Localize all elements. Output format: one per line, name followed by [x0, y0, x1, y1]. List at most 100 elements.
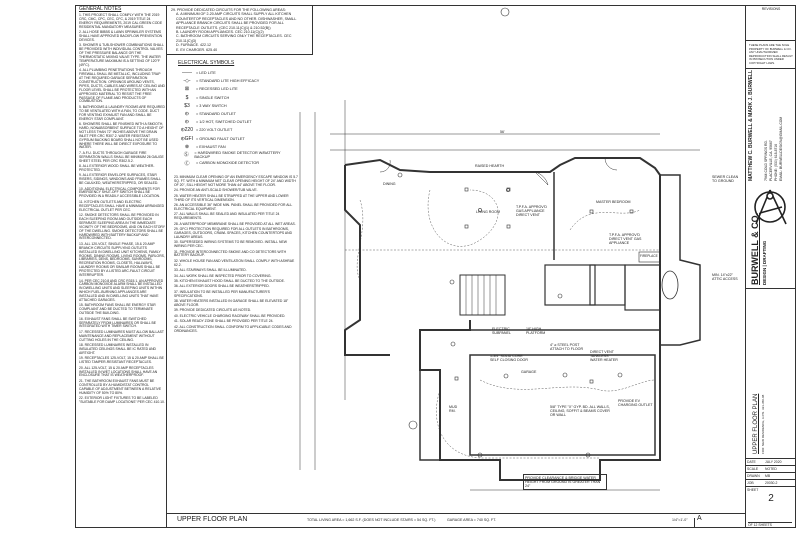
legend-row: $3= 3 WAY SWITCH [178, 102, 288, 110]
general-note: 17. RECESSED LUMINAIRES MUST ALLOW BALLA… [79, 329, 164, 342]
general-note: 33. ALL STAIRWAYS SHALL BE ILLUMINATED. [174, 268, 247, 273]
revision-letter: A [697, 515, 702, 522]
note-steel-post: 4" ⌀ STEEL POST ATTACH TO FLOOR [550, 343, 584, 351]
general-note: 1. THIS PROJECT SHALL COMPLY WITH THE 20… [79, 12, 163, 29]
sheet-number: 2 [768, 493, 774, 504]
legend-label: = 3 WAY SWITCH [196, 103, 227, 108]
compass-logo-icon [754, 189, 787, 225]
note-sewer: SEWER CLEAN TO GROUND [712, 175, 739, 183]
date-value: JULY 2020 [765, 460, 782, 464]
room-label-master: MASTER BEDROOM [596, 200, 631, 204]
company-tagline: DESIGN | DRAFTING [762, 240, 767, 285]
legend-row: ⦶220= 220 VOLT OUTLET [178, 126, 288, 134]
general-note: 16. EXHAUST FANS SHALL BE SWITCHED SEPAR… [79, 316, 157, 329]
general-note: 29. GFCI PROTECTION REQUIRED FOR ALL OUT… [174, 226, 293, 239]
general-note: 34. ALL WORK SHALL BE INSPECTED PRIOR TO… [174, 273, 272, 278]
divider [166, 5, 167, 528]
general-notes: GENERAL NOTES 1. THIS PROJECT SHALL COMP… [79, 6, 165, 406]
general-note: 23. MINIMUM CLEAR OPENING OF AN EMERGENC… [174, 175, 298, 187]
room-label-mud: MUD RM. [449, 405, 458, 413]
note-door: 1-3/4" SOLID CORE SELF CLOSING DOOR [490, 354, 528, 362]
general-note: 7. A.F.U. DUCTS THROUGH GARAGE FIRE SEPA… [79, 150, 164, 163]
note-grade: PROVIDE CLEARANCE & BRIDGE WATER HEIGHT … [523, 474, 607, 490]
general-note: 25. WATER HEATER SHALL BE STRAPPED AT TH… [174, 193, 289, 202]
circuit-note: A. A MINIMUM OF 2-20 AMP CIRCUITS SHALL … [176, 12, 297, 30]
general-note: 40. ELECTRIC VEHICLE CHARGING RACEWAY SH… [174, 313, 286, 318]
legend-row: ⊠ = RECESSED LED LITE [178, 85, 288, 93]
revisions-label: REVISIONS [761, 7, 781, 11]
general-note: 32. WHOLE HOUSE FAN AND VENTILATION SHAL… [174, 258, 295, 267]
general-note: 35. KITCHEN EXHAUST HOOD SHALL BE DUCTED… [174, 278, 285, 283]
note-attic-access: MIN. 14"x22" ATTIC ACCESS [712, 273, 738, 281]
legend-label: = STANDARD OUTLET [196, 112, 236, 117]
exhaust-fan-icon: ⊗ [184, 143, 190, 150]
note-gas-appliance: T.P.F.A. APPROV'D GAS APPLIANCE DIRECT V… [516, 205, 547, 217]
general-note: 2. ALL HOSE BIBBS & LAWN SPRINKLER SYSTE… [79, 30, 163, 42]
general-note: 27. ALL WALLS SHALL BE SEALED AND INSULA… [174, 212, 280, 221]
legend-row: Ⓒ= CARBON MONOXIDE DETECTOR [178, 159, 288, 167]
sheet-title-box: UPPER FLOOR PLAN FOR: NEW RESIDENCE, A.P… [746, 289, 796, 459]
general-note: 22. EXTERIOR LIGHT FIXTURES TO BE LABELE… [79, 395, 165, 404]
general-note: 10. ADDITIONAL ELECTRICAL COMPONENTS FOR… [79, 186, 161, 199]
electrical-symbols-title: ELECTRICAL SYMBOLS [178, 60, 235, 66]
sheet-subtitle: FOR: NEW RESIDENCE, A.P.N. 321-350-08 [761, 394, 765, 454]
electrical-symbols-legend: ELECTRICAL SYMBOLS ——= LED LITE-◇-= STAN… [178, 60, 288, 167]
title-block: REVISIONS THESE PLANS ARE THE SOLE PROPE… [745, 5, 796, 528]
company-name: BURWELL & CO. [750, 212, 760, 285]
general-note: 14. PER CEC 210.8 AND CRC R315.1, AN APP… [79, 278, 164, 303]
designers: MATTHEW C. BURWELL & MARK J. BURWELL [748, 69, 754, 181]
legend-row: -◇-= STANDARD LITE HIGH EFFICACY [178, 77, 288, 85]
standard-outlet-icon: ⦶ [185, 111, 189, 118]
gfi-outlet-icon: ⦶GFI [181, 135, 193, 142]
circuits-title: 29. PROVIDE DEDICATED CIRCUITS FOR THE F… [171, 8, 286, 12]
date-label: DATE [747, 460, 756, 464]
legend-row: ⦶ = STANDARD OUTLET [178, 110, 288, 118]
legend-label: = RECESSED LED LITE [196, 87, 238, 92]
legend-label: = 1/2 HOT, SWITCHED OUTLET [196, 120, 252, 125]
revisions-box: REVISIONS [746, 5, 796, 41]
room-label-dining: DINING [383, 182, 396, 186]
phone: PHONE: (530) 618-8716 [774, 143, 778, 181]
legend-row: ——= LED LITE [178, 69, 288, 77]
sheet-label: SHEET [747, 488, 759, 492]
led-strip-icon: —— [182, 70, 192, 77]
email: EMAIL: BURWELLDESIGN@GMAIL.COM [779, 116, 783, 181]
scale-label: SCALE [747, 467, 759, 471]
general-note: 37. INSULATION TO BE INSTALLED PER MANUF… [174, 289, 270, 298]
single-switch-icon: $ [185, 94, 189, 101]
legend-label: = HARDWIRED SMOKE DETECTOR W/BATTERY BAC… [194, 150, 281, 159]
general-notes-title: GENERAL NOTES [79, 6, 122, 12]
drawn-label: DRAWN [747, 474, 760, 478]
address: 7944 COLD SPRINGS RD. [764, 140, 768, 181]
legend-row: Ⓢ = HARDWIRED SMOKE DETECTOR W/BATTERY BA… [178, 151, 288, 159]
general-note: 20. ALL 125-VOLT, 15 & 20 AMP RECEPTACLE… [79, 365, 158, 378]
general-note: 5. BATHROOMS & LAUNDRY ROOMS ARE REQUIRE… [79, 104, 165, 121]
floor-plan-drawing [299, 7, 701, 491]
legend-label: = EXHAUST FAN [196, 144, 226, 149]
designer-box: MATTHEW C. BURWELL & MARK J. BURWELL 794… [746, 69, 796, 289]
job-value: 20030-2 [765, 481, 778, 485]
legend-label: = SINGLE SWITCH [196, 95, 230, 100]
sheet-count: OF 12 SHEETS [748, 522, 792, 527]
recessed-light-icon: ⊠ [184, 86, 190, 93]
general-note: 21. THE BATHROOM EXHAUST FANS MUST BE CO… [79, 378, 162, 395]
circuit-note: D. FURNACE. 422.12 [176, 43, 211, 48]
general-note: 42. ALL CONSTRUCTION SHALL CONFORM TO AP… [174, 324, 292, 333]
general-note: 19. RECEPTACLES 125-VOLT, 15 & 20 AMP SH… [79, 356, 164, 365]
smoke-detector-icon: Ⓢ [183, 152, 189, 159]
general-note: 4. ALL PLUMBING PENETRATIONS THROUGH FIR… [79, 68, 165, 104]
room-label-living: LIVING ROOM [476, 210, 500, 214]
general-note: 11. KITCHEN OUTLETS AND ELECTRIC RECEPTA… [79, 199, 165, 212]
general-note: 6. SHOWERS SHALL BE FINISHED WITH A SMOO… [79, 121, 164, 150]
legend-label: = CARBON MONOXIDE DETECTOR [196, 161, 260, 166]
general-note: 39. PROVIDE DEDICATED CIRCUITS AS NOTED. [174, 308, 252, 313]
sheet-title: UPPER FLOOR PLAN [753, 393, 759, 454]
general-note: 31. PROVIDE INTERCONNECTED SMOKE AND CO … [174, 249, 287, 258]
general-note: 36. ALL EXTERIOR DOORS SHALL BE WEATHERS… [174, 284, 270, 289]
general-note: 28. A WATERPROOF MEMBRANE SHALL BE PROVI… [174, 221, 296, 226]
general-note: 8. ALL EXTERIOR WOOD SHALL BE WEATHER-PR… [79, 164, 155, 172]
circuit-note: C. BATHROOM CIRCUITS SERVING ONLY THE RE… [176, 34, 292, 43]
general-note: 12. SMOKE DETECTORS SHALL BE PROVIDED IN… [79, 213, 165, 241]
general-note: 24. PROVIDE AN ANTI-SCALD SHOWER/TUB VAL… [174, 188, 258, 193]
